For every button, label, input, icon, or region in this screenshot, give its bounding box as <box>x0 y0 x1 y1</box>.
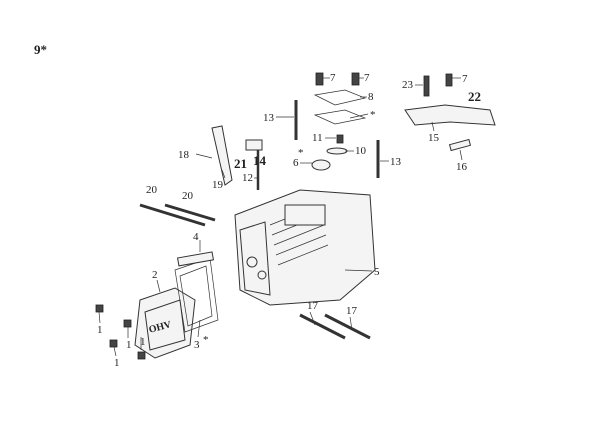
bolt-7c <box>445 73 453 87</box>
bolt-7b <box>351 72 360 86</box>
callout-11: 11 <box>312 132 323 144</box>
callout-13: 13 <box>390 156 402 168</box>
stud-17a <box>299 313 346 340</box>
callout-12: 12 <box>242 172 253 184</box>
callout-1: 1 <box>114 357 120 369</box>
bolt-1d <box>137 351 146 360</box>
callout-17: 17 <box>346 305 358 317</box>
callout-7: 7 <box>330 72 336 84</box>
callout-4: 4 <box>193 231 199 243</box>
clip-14 <box>245 139 263 151</box>
callout-star: * <box>370 109 376 121</box>
callout-15: 15 <box>428 132 440 144</box>
oil-filler-tube-19 <box>211 125 233 186</box>
callout-10: 10 <box>355 145 367 157</box>
bolt-7a <box>315 72 324 86</box>
bolt-1a <box>95 304 104 313</box>
leader-lines <box>98 77 463 357</box>
callout-star: * <box>298 147 304 159</box>
spark-plug <box>176 240 215 267</box>
callout-2: 2 <box>152 269 158 281</box>
callout-1: 1 <box>97 324 103 336</box>
callout-13: 13 <box>263 112 275 124</box>
callout-labels: 7 7 8 * 13 23 7 22 15 16 11 10 13 6 * 18… <box>97 72 481 369</box>
figure-number: 9* <box>34 42 47 57</box>
bolt-1b <box>123 319 132 328</box>
callout-19: 19 <box>212 179 224 191</box>
callout-22: 22 <box>468 89 481 104</box>
valve-cover: OHV <box>134 287 196 359</box>
callout-20: 20 <box>182 190 194 202</box>
callout-1: 1 <box>126 339 132 351</box>
callout-20: 20 <box>146 184 158 196</box>
callout-18: 18 <box>178 149 190 161</box>
washer-6 <box>311 159 331 171</box>
callout-16: 16 <box>456 161 468 173</box>
callout-14: 14 <box>253 153 267 168</box>
governor-bracket <box>404 104 496 126</box>
cylinder-head <box>234 189 376 306</box>
callout-17: 17 <box>307 300 319 312</box>
gasket <box>313 109 367 125</box>
callout-5: 5 <box>374 266 380 278</box>
stud-20a <box>139 203 206 227</box>
callout-8: 8 <box>368 91 374 103</box>
cover-plate-8 <box>313 89 367 106</box>
spring-16 <box>448 138 472 152</box>
callout-7: 7 <box>462 73 468 85</box>
stud-17b <box>324 313 371 340</box>
callout-6: 6 <box>293 157 299 169</box>
plate-10 <box>326 147 348 155</box>
bolt-11 <box>336 134 344 144</box>
callout-3: 3 <box>194 339 200 351</box>
bolt-1c <box>109 339 118 348</box>
callout-7: 7 <box>364 72 370 84</box>
stud-20b <box>164 203 216 222</box>
screw-18 <box>195 153 213 159</box>
callout-star: * <box>203 334 209 346</box>
bolt-23 <box>423 75 430 97</box>
callout-23: 23 <box>402 79 414 91</box>
callout-21: 21 <box>234 156 247 171</box>
callout-1: 1 <box>140 336 146 348</box>
